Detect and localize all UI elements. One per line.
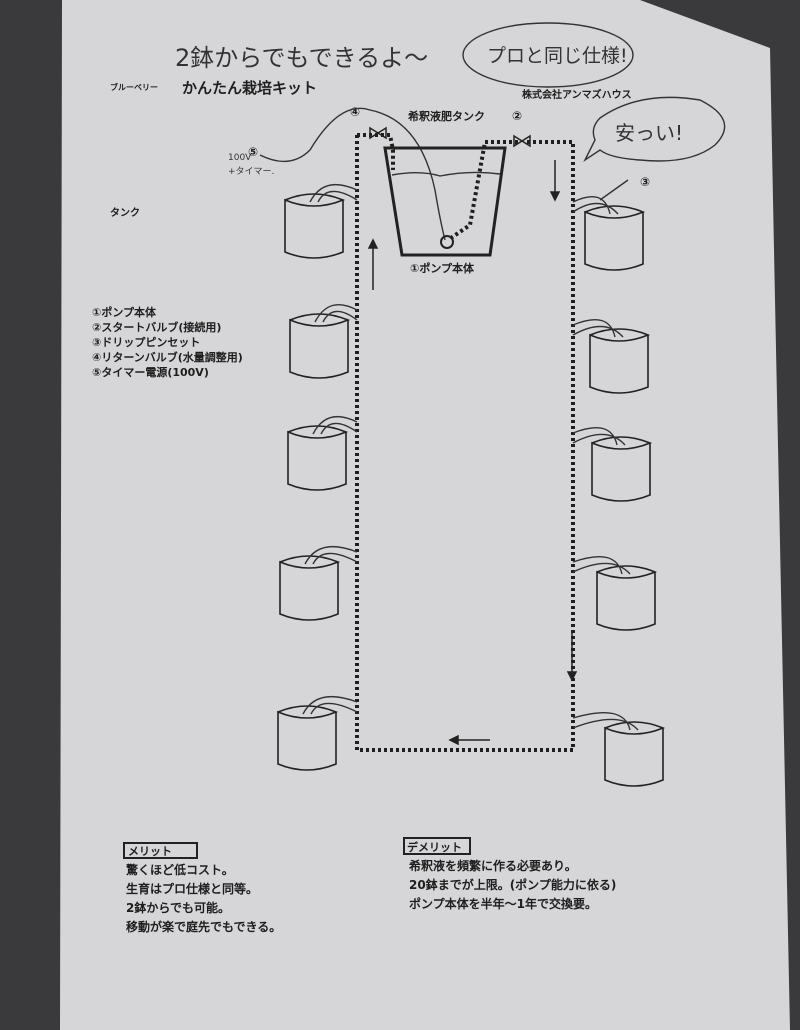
bubble-pro-text: プロと同じ仕様! xyxy=(487,45,628,67)
drip-tube xyxy=(572,711,639,731)
demerits-heading: デメリット xyxy=(407,840,462,854)
pump-label: ①ポンプ本体 xyxy=(410,261,475,275)
merit-item: 驚くほど低コスト。 xyxy=(125,862,234,877)
merits-heading: メリット xyxy=(128,845,172,858)
demerit-item: 希釈液を頻繁に作る必要あり。 xyxy=(408,858,577,873)
subtitle: ブルーベリー xyxy=(110,82,158,92)
drip-tube xyxy=(572,426,626,446)
start-valve-icon xyxy=(513,134,531,148)
part-2: ②スタートバルブ(接続用) xyxy=(92,320,221,334)
demerit-item: ポンプ本体を半年〜1年で交換要。 xyxy=(409,896,597,911)
merits-heading-box xyxy=(123,842,198,859)
pump-icon xyxy=(440,235,454,249)
plant-pot xyxy=(591,436,653,502)
parts-list: ①ポンプ本体 ②スタートバルブ(接続用) ③ドリップピンセット ④リターンバルブ… xyxy=(92,305,243,379)
plant-pot xyxy=(287,425,349,491)
flow-arrows xyxy=(367,160,578,746)
drip-tube xyxy=(572,555,631,575)
plant-pot xyxy=(284,193,346,259)
plant-pot xyxy=(279,555,341,621)
tank-label: 希釈液肥タンク xyxy=(407,109,485,123)
merit-item: 生育はプロ仕様と同等。 xyxy=(126,881,258,896)
speech-bubble-pro xyxy=(462,22,634,88)
plant-pot xyxy=(584,205,646,271)
marker-5: ⑤ xyxy=(248,145,258,159)
demerit-item: 20鉢までが上限。(ポンプ能力に依る) xyxy=(409,877,616,892)
plant-pot xyxy=(596,565,658,631)
tube-loop xyxy=(355,135,575,752)
bubble-cheap-text: 安っい! xyxy=(615,121,683,145)
part-1: ①ポンプ本体 xyxy=(92,305,157,319)
marker-2: ② xyxy=(512,109,522,123)
dripper-pointer-arrow xyxy=(599,179,629,201)
drip-tube xyxy=(314,303,358,323)
power-note-1: 100V xyxy=(228,153,252,163)
drip-tube xyxy=(572,195,619,215)
title: かんたん栽培キット xyxy=(182,79,317,97)
drip-tube xyxy=(312,415,358,435)
plant-pot xyxy=(604,721,666,787)
tank-water-level xyxy=(391,171,501,177)
power-cord xyxy=(259,107,446,241)
fertilizer-tank xyxy=(383,146,507,257)
merit-item: 2鉢からでも可能。 xyxy=(126,900,230,915)
drip-tube xyxy=(572,318,624,338)
merit-item: 移動が楽で庭先でもできる。 xyxy=(126,919,281,934)
demerits-heading-box xyxy=(403,837,471,855)
speech-bubble-cheap xyxy=(583,96,726,163)
marker-3: ③ xyxy=(640,175,650,189)
pots xyxy=(277,183,666,787)
plant-pot xyxy=(277,705,339,771)
return-valve-icon xyxy=(369,126,387,140)
drip-tube xyxy=(302,695,358,715)
handwritten-top-note: 2鉢からでもできるよ〜 xyxy=(175,44,428,72)
drip-tube xyxy=(309,183,358,203)
power-note-2: +タイマー. xyxy=(228,166,274,177)
plant-pot xyxy=(289,313,351,379)
paper-sheet xyxy=(60,0,790,1030)
company-name: 株式会社アンマズハウス xyxy=(522,88,632,101)
drip-tube xyxy=(304,545,358,565)
left-tank-label: タンク xyxy=(110,207,140,219)
part-3: ③ドリップピンセット xyxy=(92,335,200,349)
marker-4: ④ xyxy=(350,105,360,119)
part-4: ④リターンバルブ(水量調整用) xyxy=(92,350,243,364)
plant-pot xyxy=(589,328,651,394)
part-5: ⑤タイマー電源(100V) xyxy=(92,365,209,379)
